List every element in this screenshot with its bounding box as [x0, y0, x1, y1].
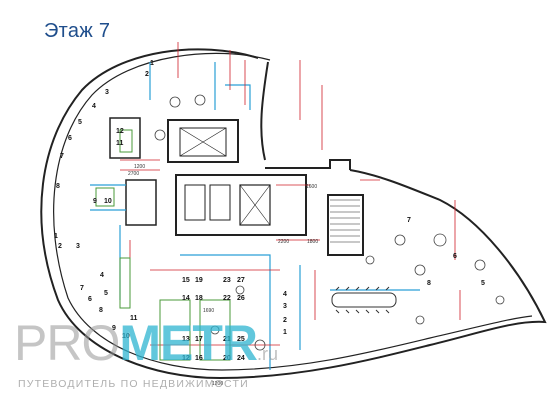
watermark-suffix: .ru	[257, 344, 279, 364]
conference-table	[331, 286, 397, 314]
ws-cm-3: 3	[283, 303, 287, 310]
building-outline	[40, 48, 547, 380]
ws-c-25: 25	[237, 336, 245, 343]
dim-1800: 1800	[307, 239, 318, 245]
ws-west-11: 11	[130, 315, 138, 322]
floor-title: Этаж 7	[44, 20, 111, 42]
ws-top-2: 2	[145, 71, 149, 78]
ws-top-7: 7	[60, 153, 64, 160]
ws-c-13: 13	[182, 336, 190, 343]
dim-1200: 1200	[134, 164, 145, 170]
ws-west-3: 3	[76, 243, 80, 250]
ws-east-8: 8	[427, 280, 431, 287]
ws-west-9: 9	[112, 325, 116, 332]
watermark-pro: PRO	[14, 315, 120, 371]
ws-cm-1: 1	[283, 329, 287, 336]
ws-c-17: 17	[195, 336, 203, 343]
dim-2200: 2200	[278, 239, 289, 245]
ws-c-23: 23	[223, 277, 231, 284]
ws-west-4: 4	[100, 272, 104, 279]
ws-west-6: 6	[88, 296, 92, 303]
ws-c-14: 14	[182, 295, 190, 302]
ws-mid-10: 10	[104, 198, 112, 205]
ws-block-11: 11	[116, 140, 124, 147]
ws-c-20: 20	[223, 355, 231, 362]
ws-top-4: 4	[92, 103, 96, 110]
ws-top-5: 5	[78, 119, 82, 126]
ws-topright-1: 1	[150, 60, 154, 67]
ws-c-16: 16	[195, 355, 203, 362]
ws-top-3: 3	[105, 89, 109, 96]
desk-clusters	[95, 129, 231, 361]
ws-west-7: 7	[80, 285, 84, 292]
ws-c-19: 19	[195, 277, 203, 284]
watermark-metr: METR	[119, 315, 258, 371]
ws-c-21: 21	[223, 336, 231, 343]
ws-c-26: 26	[237, 295, 245, 302]
ws-cm-2: 2	[283, 317, 287, 324]
round-tables	[154, 94, 505, 351]
ws-west-2: 2	[58, 243, 62, 250]
ws-c-15: 15	[182, 277, 190, 284]
dim-2700: 2700	[128, 171, 139, 177]
ws-c-18: 18	[195, 295, 203, 302]
ws-c-12: 12	[182, 355, 190, 362]
ws-west-10: 10	[122, 333, 130, 340]
ws-west-1: 1	[54, 233, 58, 240]
central-core	[109, 117, 364, 256]
dim-1200b: 1200	[212, 381, 223, 387]
ws-east-7: 7	[407, 217, 411, 224]
glass-partitions	[90, 62, 420, 370]
ws-top-6: 6	[68, 135, 72, 142]
dim-1690: 1690	[203, 308, 214, 314]
ws-c-27: 27	[237, 277, 245, 284]
ws-west-8: 8	[99, 307, 103, 314]
ws-west-5: 5	[104, 290, 108, 297]
watermark-tagline: ПУТЕВОДИТЕЛЬ ПО НЕДВИЖИМОСТИ	[18, 378, 249, 390]
ws-c-22: 22	[223, 295, 231, 302]
ws-cm-4: 4	[283, 291, 287, 298]
ws-top-8: 8	[56, 183, 60, 190]
ws-c-24: 24	[237, 355, 245, 362]
ws-east-6: 6	[453, 253, 457, 260]
ws-block-12: 12	[116, 128, 124, 135]
watermark-logo: PROMETR.ru	[14, 318, 278, 379]
dim-1600: 1600	[306, 184, 317, 190]
ws-mid-9: 9	[93, 198, 97, 205]
ws-east-5: 5	[481, 280, 485, 287]
